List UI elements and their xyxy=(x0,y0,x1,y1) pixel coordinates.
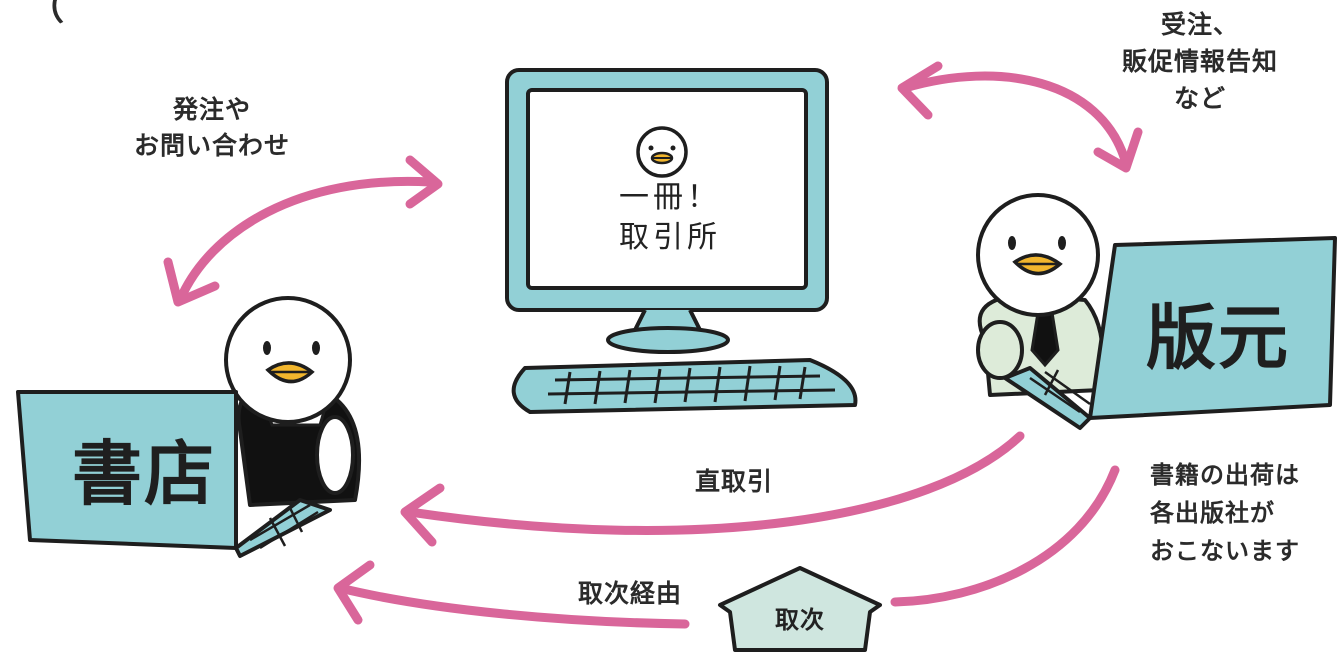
publisher-notes-label: 受注、 販促情報告知 など xyxy=(1090,6,1310,117)
publisher-notes-line-2: 販促情報告知 xyxy=(1121,47,1278,76)
publisher-laptop-icon xyxy=(1003,236,1337,430)
publisher-notes-line-1: 受注、 xyxy=(1160,10,1239,39)
bookstore-label: 書店 xyxy=(72,433,216,515)
arrow-direct xyxy=(400,431,1025,547)
distributor-house-label: 取次 xyxy=(775,606,825,634)
arrow-publisher-platform xyxy=(897,61,1143,173)
distributor-route-label: 取次経由 xyxy=(578,579,683,608)
screen-bird-icon xyxy=(636,126,688,178)
platform-screen-text: 一冊！ 取引所 xyxy=(570,178,770,258)
publisher-notes-line-3: など xyxy=(1173,84,1226,113)
computer-monitor-icon xyxy=(505,68,829,354)
keyboard-icon xyxy=(511,358,858,414)
order-inquiry-line-1: 発注や xyxy=(172,95,251,124)
order-inquiry-label: 発注や お問い合わせ xyxy=(112,92,312,164)
platform-name-line-2: 取引所 xyxy=(619,220,721,255)
shipping-note-line-3: おこないます xyxy=(1150,537,1300,565)
bookstore-laptop-icon xyxy=(16,390,332,558)
arrow-bookstore-platform xyxy=(163,155,443,307)
title-fragment: （ xyxy=(28,0,67,28)
direct-trade-label: 直取引 xyxy=(695,467,774,496)
shipping-note-label: 書籍の出荷は 各出版社が おこないます xyxy=(1150,456,1340,570)
shipping-note-line-2: 各出版社が xyxy=(1150,499,1275,527)
platform-name-line-1: 一冊！ xyxy=(619,180,721,215)
publisher-bird-icon xyxy=(976,193,1105,397)
order-inquiry-line-2: お問い合わせ xyxy=(133,131,290,160)
bookstore-bird-icon xyxy=(224,296,362,507)
house-icon xyxy=(718,566,882,652)
shipping-note-line-1: 書籍の出荷は xyxy=(1150,461,1300,489)
arrow-distributor-route xyxy=(333,465,1120,629)
publisher-label: 版元 xyxy=(1146,297,1290,379)
